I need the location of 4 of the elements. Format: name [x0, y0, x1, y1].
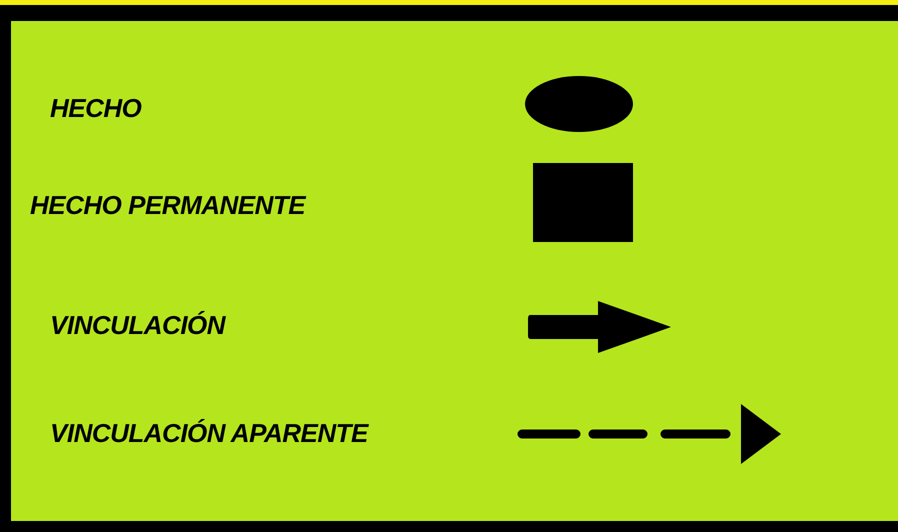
legend-label: HECHO PERMANENTE — [30, 190, 306, 220]
legend-label: VINCULACIÓN — [50, 310, 226, 340]
legend-label: HECHO — [50, 93, 142, 123]
legend-label: VINCULACIÓN APARENTE — [50, 418, 368, 448]
